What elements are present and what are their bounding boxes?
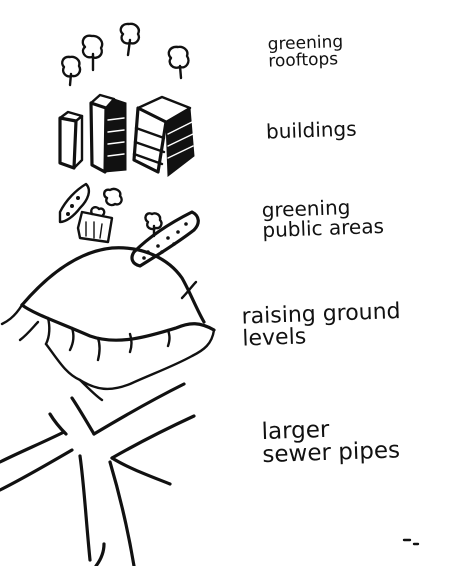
ground-mound-icon: [2, 248, 214, 400]
label-raising-ground-levels: raising ground levels: [241, 299, 447, 350]
tree-icon: [62, 57, 80, 85]
building-icon: [60, 95, 194, 176]
tree-icon: [169, 47, 189, 78]
label-greening-public-areas: greening public areas: [261, 194, 442, 240]
rooftop-trees: [62, 24, 188, 85]
tree-icon: [121, 24, 139, 55]
label-larger-sewer-pipes: larger sewer pipes: [261, 415, 442, 467]
tree-icon: [83, 36, 102, 70]
park-icon: [60, 184, 198, 266]
label-greening-rooftops: greening rooftops: [267, 31, 418, 70]
sewer-pipe-icon: [0, 384, 418, 566]
